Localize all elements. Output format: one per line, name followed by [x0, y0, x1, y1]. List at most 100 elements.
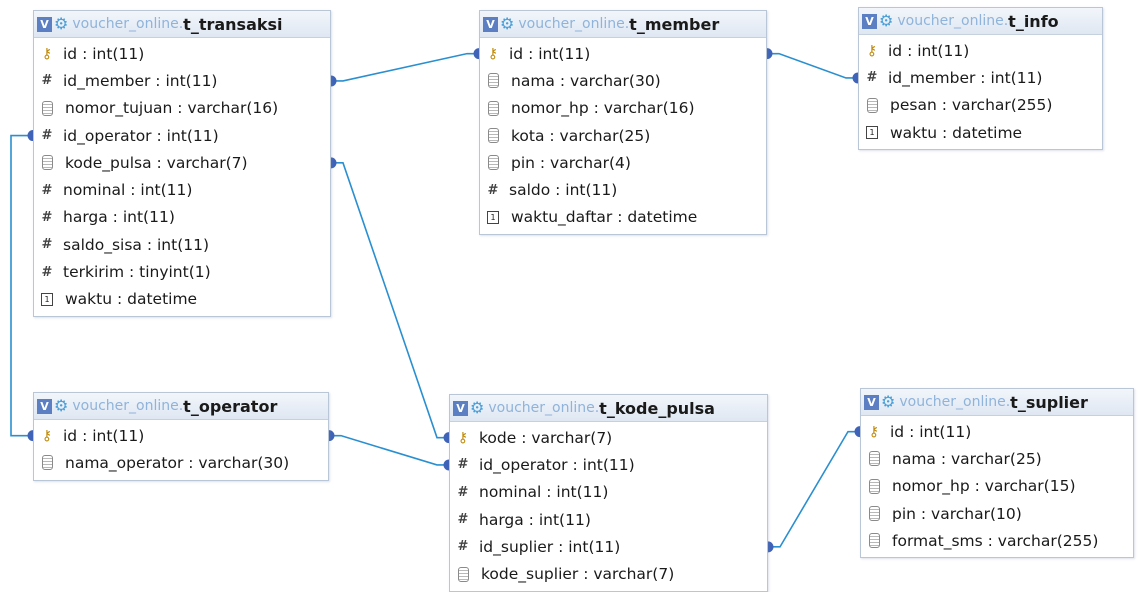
table-t-suplier[interactable]: V⚙voucher_online.t_suplier⚷id : int(11)n…: [860, 388, 1134, 559]
table-t-kode-pulsa[interactable]: V⚙voucher_online.t_kode_pulsa⚷kode : var…: [449, 394, 768, 592]
field-label: kota : varchar(25): [511, 126, 651, 145]
relation-endpoint: [767, 48, 773, 60]
field-row[interactable]: pin : varchar(4): [480, 149, 766, 176]
field-row[interactable]: ⚷id : int(11): [861, 418, 1133, 445]
field-row[interactable]: nama : varchar(30): [480, 67, 766, 94]
table-header[interactable]: V⚙voucher_online.t_suplier: [861, 389, 1133, 416]
table-name: t_member: [629, 14, 720, 34]
field-label: kode : varchar(7): [479, 428, 613, 447]
field-row[interactable]: ⚷id : int(11): [34, 422, 328, 449]
field-label: waktu : datetime: [65, 290, 198, 309]
gear-icon[interactable]: ⚙: [879, 11, 894, 30]
field-row[interactable]: ⚷ id : int(11): [859, 37, 1102, 64]
field-label: kode_pulsa : varchar(7): [65, 153, 248, 172]
field-row[interactable]: nomor_tujuan : varchar(16): [34, 95, 330, 122]
field-label: nama_operator : varchar(30): [65, 453, 290, 472]
table-t-info[interactable]: V⚙voucher_online.t_info ⚷ id : int(11) #id_…: [858, 7, 1103, 151]
field-label: waktu : datetime: [890, 123, 1023, 142]
relation-line: [329, 434, 449, 466]
table-header[interactable]: V⚙voucher_online.t_operator: [34, 393, 328, 420]
field-row[interactable]: #id_suplier : int(11): [450, 533, 767, 560]
table-header[interactable]: V⚙voucher_online.t_info: [859, 8, 1102, 35]
field-row[interactable]: nama : varchar(25): [861, 445, 1133, 472]
string-icon: [488, 73, 499, 89]
relation-line: [331, 52, 479, 82]
relation-line: [10, 134, 33, 437]
field-row[interactable]: # id_member : int(11): [34, 67, 330, 94]
table-header[interactable]: V⚙voucher_online.t_member: [480, 11, 766, 38]
view-toggle-icon[interactable]: V: [37, 398, 52, 414]
field-row[interactable]: pin : varchar(10): [861, 500, 1133, 527]
field-row[interactable]: #id_member : int(11): [859, 64, 1102, 91]
field-row[interactable]: ⚷kode : varchar(7): [450, 424, 767, 451]
field-label: saldo_sisa : int(11): [63, 235, 210, 254]
view-toggle-icon[interactable]: V: [864, 394, 879, 410]
table-name: t_info: [1008, 11, 1059, 31]
database-name: voucher_online.: [72, 398, 184, 414]
field-row[interactable]: #saldo : int(11): [480, 176, 766, 203]
hash-icon: #: [41, 128, 53, 144]
field-row[interactable]: nomor_hp : varchar(15): [861, 473, 1133, 500]
field-label: id : int(11): [63, 426, 145, 445]
view-toggle-icon[interactable]: V: [862, 13, 877, 29]
hash-icon: #: [41, 264, 53, 280]
field-row[interactable]: ⚷id : int(11): [34, 40, 330, 67]
field-row[interactable]: pesan : varchar(255): [859, 92, 1102, 119]
table-name: t_suplier: [1010, 392, 1088, 412]
table-name: t_operator: [183, 396, 278, 416]
field-row[interactable]: nama_operator : varchar(30): [34, 449, 328, 476]
hash-icon: #: [866, 70, 878, 86]
field-label: id : int(11): [509, 44, 591, 63]
field-row[interactable]: #id_operator : int(11): [450, 451, 767, 478]
gear-icon[interactable]: ⚙: [54, 396, 69, 415]
field-row[interactable]: #nominal : int(11): [450, 479, 767, 506]
table-t-operator[interactable]: V⚙voucher_online.t_operator⚷id : int(11)…: [33, 392, 329, 481]
field-label: harga : int(11): [479, 510, 591, 529]
relation-line: [767, 52, 858, 79]
table-t-transaksi[interactable]: V⚙voucher_online.t_transaksi⚷id : int(11…: [33, 10, 331, 317]
table-name: t_transaksi: [183, 14, 283, 34]
hash-icon: #: [41, 237, 53, 253]
gear-icon[interactable]: ⚙: [54, 14, 69, 33]
view-toggle-icon[interactable]: V: [453, 400, 468, 416]
field-label: kode_suplier : varchar(7): [481, 565, 675, 584]
hash-icon: #: [41, 73, 53, 89]
string-icon: [869, 506, 880, 522]
field-label: nama : varchar(30): [511, 71, 661, 90]
field-row[interactable]: ⚷id : int(11): [480, 40, 766, 67]
view-toggle-icon[interactable]: V: [37, 16, 52, 32]
hash-icon: #: [41, 182, 53, 198]
relation-line: [768, 430, 860, 548]
gear-icon[interactable]: ⚙: [470, 398, 485, 417]
table-header[interactable]: V⚙voucher_online.t_kode_pulsa: [450, 395, 767, 422]
field-label: id_member : int(11): [63, 71, 218, 90]
hash-icon: #: [487, 182, 499, 198]
field-row[interactable]: kode_pulsa : varchar(7): [34, 149, 330, 176]
table-header[interactable]: V⚙voucher_online.t_transaksi: [34, 11, 330, 38]
field-row[interactable]: kode_suplier : varchar(7): [450, 560, 767, 587]
gear-icon[interactable]: ⚙: [500, 14, 515, 33]
gear-icon[interactable]: ⚙: [881, 392, 896, 411]
view-toggle-icon[interactable]: V: [483, 16, 498, 32]
field-row[interactable]: #harga : int(11): [34, 204, 330, 231]
field-row[interactable]: format_sms : varchar(255): [861, 527, 1133, 554]
field-row[interactable]: #terkirim : tinyint(1): [34, 258, 330, 285]
field-row[interactable]: kota : varchar(25): [480, 122, 766, 149]
string-icon: [869, 533, 880, 549]
field-label: id : int(11): [888, 41, 970, 60]
field-row[interactable]: #nominal : int(11): [34, 176, 330, 203]
field-label: nomor_tujuan : varchar(16): [65, 99, 279, 118]
datetime-icon: 1: [487, 210, 499, 224]
field-row[interactable]: # saldo_sisa : int(11): [34, 231, 330, 258]
table-name: t_kode_pulsa: [599, 398, 715, 418]
key-icon: ⚷: [866, 42, 878, 59]
table-t-member[interactable]: V⚙voucher_online.t_member⚷id : int(11) na…: [479, 10, 767, 236]
field-row[interactable]: #id_operator : int(11): [34, 122, 330, 149]
relation-endpoint: [768, 541, 774, 553]
field-row[interactable]: #harga : int(11): [450, 506, 767, 533]
field-row[interactable]: nomor_hp : varchar(16): [480, 95, 766, 122]
string-icon: [42, 100, 53, 116]
